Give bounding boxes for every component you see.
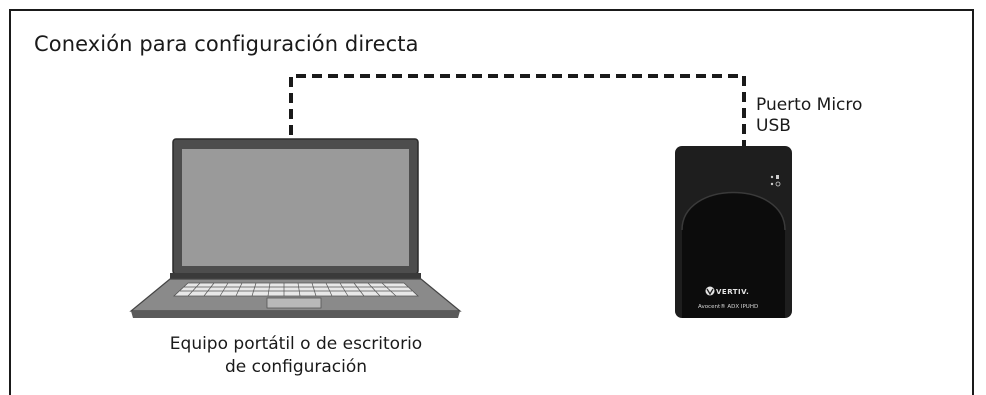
dashed-connection-line	[289, 74, 746, 148]
computer-label-line2: de configuración	[224, 357, 368, 377]
device-brand-label: VERTIV.	[716, 288, 750, 296]
usb-port-label-line2: USB	[756, 116, 791, 136]
diagram-frame	[9, 9, 974, 395]
diagram-title: Conexión para configuración directa	[34, 32, 419, 56]
ipuhd-device-icon	[675, 146, 792, 318]
computer-label: Equipo portátil o de escritorio de confi…	[128, 333, 464, 379]
usb-port-label: Puerto Micro USB	[756, 95, 862, 137]
vertiv-logo-icon	[705, 286, 715, 296]
status-led-icon	[770, 175, 781, 187]
laptop-icon	[129, 138, 462, 318]
computer-label-line1: Equipo portátil o de escritorio	[169, 334, 423, 354]
usb-port-label-line1: Puerto Micro	[756, 95, 863, 115]
device-model-label: Avocent® ADX IPUHD	[698, 304, 759, 310]
